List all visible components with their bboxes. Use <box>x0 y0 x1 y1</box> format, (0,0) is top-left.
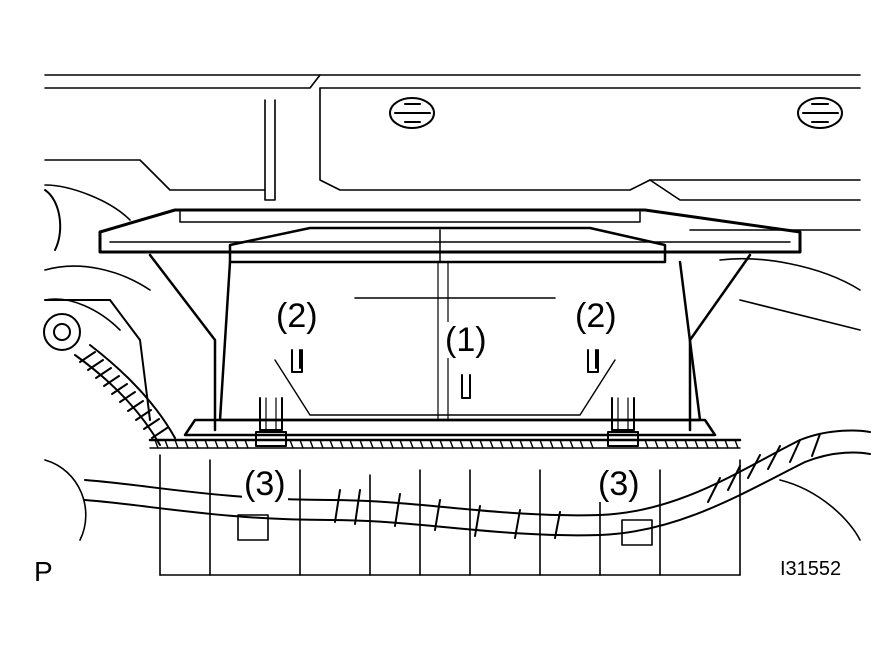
callout-part-2-left: (2) <box>274 297 320 335</box>
view-letter: P <box>34 556 53 587</box>
callout-part-3-right: (3) <box>596 465 642 503</box>
unit-top-flange <box>98 208 802 264</box>
clip-2-left <box>291 349 303 373</box>
panel-clip-right <box>797 97 843 129</box>
left-bracket <box>43 189 151 421</box>
figure-id: I31552 <box>780 558 842 580</box>
callout-part-3-left: (3) <box>242 465 288 503</box>
clip-3-left <box>255 397 287 447</box>
wire-harness-left <box>74 344 176 446</box>
callout-part-2-right: (2) <box>573 297 619 335</box>
callout-part-1: (1) <box>443 321 489 359</box>
clip-3-right <box>607 397 639 447</box>
clip-2-right <box>587 349 599 373</box>
upper-body-panels <box>44 74 861 331</box>
panel-clip-left <box>389 97 435 129</box>
gasket-edge <box>148 438 742 449</box>
wire-harness-lower <box>84 429 871 539</box>
